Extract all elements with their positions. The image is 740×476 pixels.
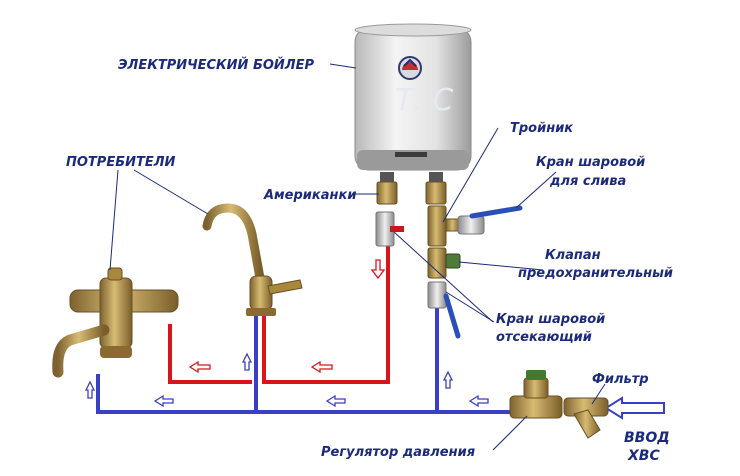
bath-mixer <box>52 267 179 378</box>
hot-pipes <box>168 230 390 384</box>
drain-valve-label-line2: для слива <box>549 174 626 189</box>
faucet-lever <box>267 279 303 295</box>
safety-valve-label-line2: предохранительный <box>518 266 673 281</box>
kitchen-faucet <box>202 203 303 316</box>
flow-arrow-up <box>84 380 96 399</box>
safety-valve <box>427 247 461 279</box>
thermometer-gauge-icon <box>398 56 422 80</box>
shutoff-ball-valve-cold <box>427 281 461 339</box>
shutoff-valve-label-line1: Кран шаровой <box>496 312 605 327</box>
flow-arrow-left <box>325 394 346 408</box>
leader-lines <box>109 63 606 451</box>
hot-flow-arrows <box>188 259 386 374</box>
tee-label: Тройник <box>510 121 574 136</box>
regulator-cap-green <box>526 370 546 380</box>
drain-valve-label-line1: Кран шаровой <box>536 155 645 170</box>
boiler-label: ЭЛЕКТРИЧЕСКИЙ БОЙЛЕР <box>118 57 314 73</box>
cold-flow-arrows <box>84 352 665 420</box>
valve-handle-blue <box>443 293 461 339</box>
pressure-regulator-label: Регулятор давления <box>321 445 475 460</box>
shutoff-valve-label-line2: отсекающий <box>496 330 592 345</box>
flow-arrow-left <box>188 360 211 374</box>
safety-valve-label-line1: Клапан <box>545 248 601 263</box>
tee-fitting <box>427 205 461 247</box>
pressure-regulator <box>509 370 563 419</box>
americans-couplings <box>376 172 447 205</box>
shutoff-ball-valve-hot <box>375 211 404 247</box>
valve-handle-red <box>390 226 404 232</box>
filter-label: Фильтр <box>592 372 649 387</box>
watermark: Т. С <box>395 83 453 118</box>
bath-spout <box>52 324 110 378</box>
flow-arrow-left <box>310 360 333 374</box>
hot-pipe-to-bath-mixer <box>168 324 252 384</box>
flow-arrow-up <box>241 352 253 371</box>
hot-pipe-to-kitchen-faucet <box>262 230 390 384</box>
water-filter <box>563 397 609 439</box>
inlet-arrow <box>604 396 665 420</box>
electric-boiler: Т. С <box>354 23 472 171</box>
consumers-label: ПОТРЕБИТЕЛИ <box>66 155 176 170</box>
valve-handle-blue <box>469 205 523 219</box>
flow-arrow-left <box>153 394 174 408</box>
flow-arrow-left <box>468 394 489 408</box>
inlet-label-line2: ХВС <box>627 448 660 464</box>
americans-label: Американки <box>263 188 356 203</box>
drain-ball-valve <box>457 205 523 235</box>
boiler-brand-plate <box>395 152 427 157</box>
inlet-label-line1: ВВОД <box>624 430 670 446</box>
flow-arrow-up <box>442 370 454 389</box>
cold-pipes <box>96 298 512 414</box>
flow-arrow-down <box>370 259 386 280</box>
cold-main-pipe <box>96 374 512 414</box>
